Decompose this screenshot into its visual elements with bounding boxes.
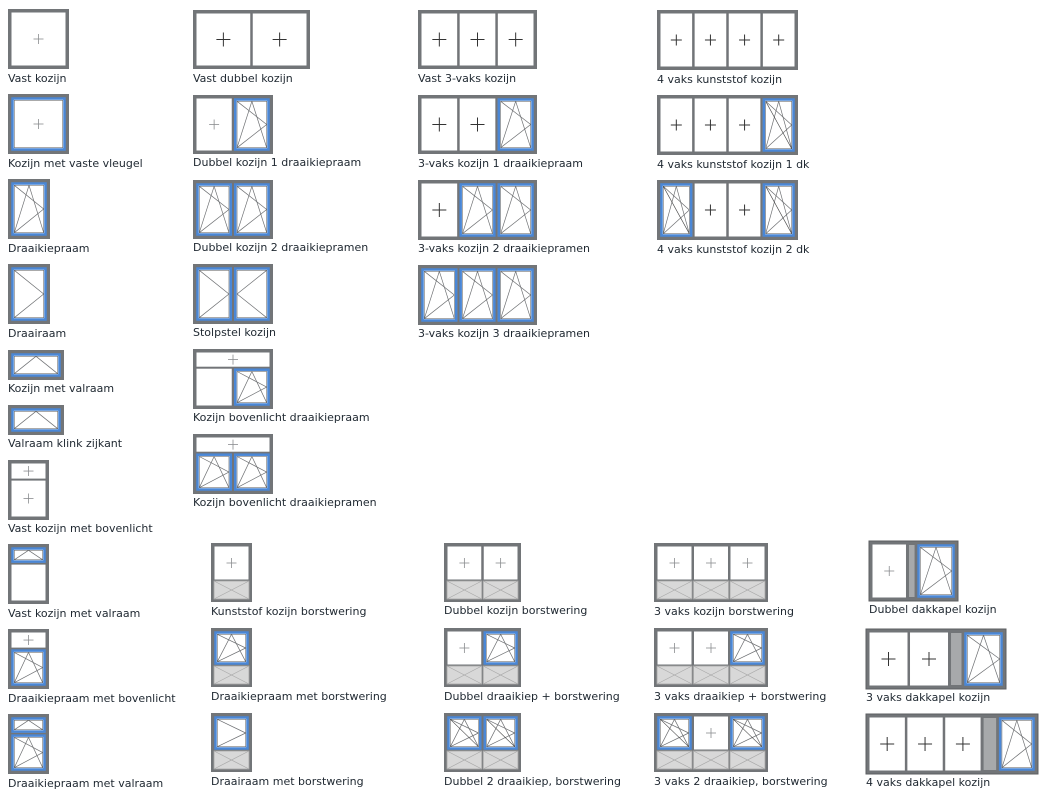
window-diagram-icon — [654, 713, 768, 772]
window-diagram-icon — [444, 628, 521, 687]
window-option-label: Dubbel 2 draaikiep, borstwering — [444, 775, 622, 788]
window-diagram-icon — [8, 264, 50, 324]
window-option-label: 3 vaks draaikiep + borstwering — [654, 690, 827, 703]
window-option-label: Stolpstel kozijn — [193, 326, 276, 339]
window-diagram-icon — [193, 349, 273, 409]
window-option-label: Dubbel dakkapel kozijn — [869, 603, 997, 616]
window-option-label: Vast 3-vaks kozijn — [418, 72, 517, 85]
window-option-label: Kozijn bovenlicht draaikiepramen — [193, 496, 377, 509]
window-option-label: Dubbel kozijn 2 draaikiepramen — [193, 241, 369, 254]
window-option-label: 4 vaks kunststof kozijn — [657, 73, 783, 86]
window-option-label: 4 vaks kunststof kozijn 2 dk — [657, 243, 810, 256]
window-diagram-icon — [193, 264, 273, 324]
window-diagram-icon — [8, 179, 50, 239]
window-option-label: Draairaam — [8, 327, 67, 340]
window-option-label: Kozijn met valraam — [8, 382, 115, 395]
window-diagram-icon — [8, 9, 69, 69]
window-option-label: Dubbel kozijn borstwering — [444, 604, 588, 617]
window-diagram-icon — [657, 180, 798, 240]
window-option-label: Draaikiepraam met valraam — [8, 777, 164, 790]
window-diagram-icon — [418, 265, 537, 325]
window-diagram-icon — [657, 95, 798, 155]
window-diagram-icon — [8, 460, 49, 520]
window-option-label: Valraam klink zijkant — [8, 437, 123, 450]
window-option-label: Vast kozijn met bovenlicht — [8, 522, 153, 535]
window-option-label: Dubbel draaikiep + borstwering — [444, 690, 620, 703]
window-diagram-icon — [8, 350, 64, 380]
window-diagram-icon — [193, 180, 273, 239]
window-diagram-icon — [444, 543, 521, 602]
window-diagram-icon — [8, 714, 49, 774]
window-option-label: 3 vaks 2 draaikiep, borstwering — [654, 775, 828, 788]
window-diagram-icon — [657, 10, 798, 70]
window-diagram-icon — [8, 629, 49, 689]
window-diagram-icon — [211, 713, 252, 772]
window-option-label: 3 vaks kozijn borstwering — [654, 605, 794, 618]
window-option-label: 4 vaks dakkapel kozijn — [866, 776, 991, 789]
window-option-label: 4 vaks kunststof kozijn 1 dk — [657, 158, 810, 171]
window-diagram-icon — [211, 628, 252, 687]
window-diagram-icon — [654, 543, 768, 602]
window-option-label: 3-vaks kozijn 1 draaikiepraam — [418, 157, 584, 170]
window-diagram-icon — [418, 10, 537, 69]
window-option-label: Kozijn bovenlicht draaikiepraam — [193, 411, 370, 424]
window-option-label: Vast dubbel kozijn — [193, 72, 293, 85]
window-option-label: Kozijn met vaste vleugel — [8, 157, 143, 170]
window-option-label: Draaikiepraam — [8, 242, 90, 255]
window-diagram-icon — [8, 544, 49, 604]
window-diagram-icon — [868, 540, 959, 602]
window-option-label: 3-vaks kozijn 3 draaikiepramen — [418, 327, 591, 340]
window-diagram-icon — [193, 10, 310, 69]
window-option-label: Kunststof kozijn borstwering — [211, 605, 367, 618]
window-option-label: 3-vaks kozijn 2 draaikiepramen — [418, 242, 591, 255]
window-option-label: Draairaam met borstwering — [211, 775, 364, 788]
window-option-label: Dubbel kozijn 1 draaikiepraam — [193, 156, 362, 169]
window-diagram-icon — [193, 95, 273, 154]
window-diagram-icon — [193, 434, 273, 494]
window-diagram-icon — [654, 628, 768, 687]
window-diagram-icon — [865, 628, 1007, 690]
window-diagram-icon — [865, 713, 1039, 775]
window-option-label: Vast kozijn met valraam — [8, 607, 141, 620]
window-diagram-icon — [8, 405, 64, 435]
window-diagram-icon — [418, 95, 537, 154]
window-diagram-icon — [418, 180, 537, 240]
window-option-label: 3 vaks dakkapel kozijn — [866, 691, 991, 704]
window-option-label: Draaikiepraam met bovenlicht — [8, 692, 176, 705]
window-diagram-icon — [211, 543, 252, 602]
window-diagram-icon — [444, 713, 521, 772]
window-option-label: Vast kozijn — [8, 72, 67, 85]
window-diagram-icon — [8, 94, 69, 154]
window-option-label: Draaikiepraam met borstwering — [211, 690, 387, 703]
